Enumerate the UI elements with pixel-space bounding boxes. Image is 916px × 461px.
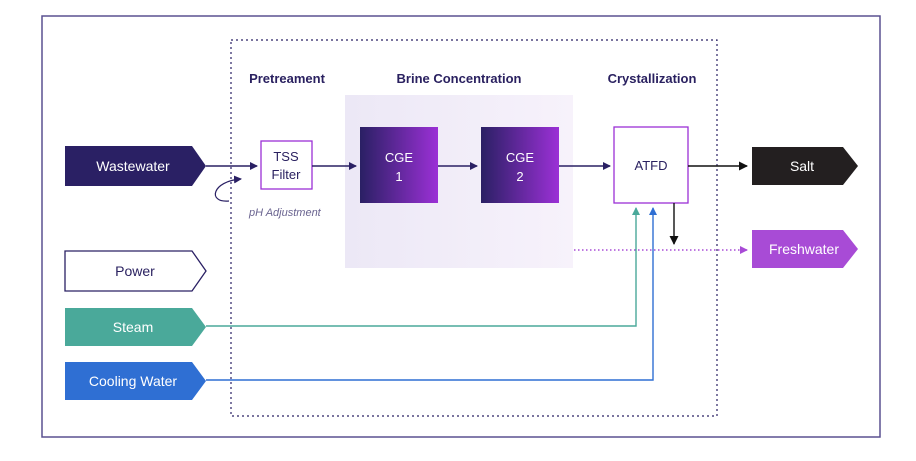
flow-steam-to-atfd <box>206 207 640 327</box>
cooling-water-input: Cooling Water <box>65 362 206 400</box>
flow-cooling-water-to-atfd <box>206 207 657 381</box>
ph-adjustment-arrow <box>214 175 242 202</box>
cge2-label-line2: 2 <box>516 169 523 184</box>
steam-input: Steam <box>65 308 206 346</box>
freshwater-label: Freshwater <box>769 241 839 257</box>
header-brine-concentration: Brine Concentration <box>397 71 522 86</box>
freshwater-output: Freshwater <box>752 230 858 268</box>
header-pretreatment: Pretreament <box>249 71 326 86</box>
atfd-unit: ATFD <box>613 126 689 204</box>
cge1-label-line2: 1 <box>395 169 402 184</box>
system-boundary <box>230 39 718 417</box>
wastewater-label: Wastewater <box>96 158 170 174</box>
cooling-water-label: Cooling Water <box>89 373 178 389</box>
atfd-label: ATFD <box>635 158 668 173</box>
ph-adjustment-label: pH Adjustment <box>248 207 322 219</box>
power-input: Power <box>64 250 207 292</box>
tss-filter-label-line2: Filter <box>272 167 302 182</box>
salt-output: Salt <box>752 147 858 185</box>
cge2-label-line1: CGE <box>506 150 535 165</box>
salt-label: Salt <box>790 158 814 174</box>
outer-frame <box>41 15 881 438</box>
cge1-label-line1: CGE <box>385 150 414 165</box>
header-crystallization: Crystallization <box>608 71 697 86</box>
cge1-unit: CGE 1 <box>360 127 438 203</box>
steam-label: Steam <box>113 319 153 335</box>
tss-filter-unit: TSS Filter <box>260 140 313 190</box>
wastewater-input: Wastewater <box>65 146 206 186</box>
tss-filter-label-line1: TSS <box>273 149 299 164</box>
cge2-unit: CGE 2 <box>481 127 559 203</box>
power-label: Power <box>115 263 155 279</box>
